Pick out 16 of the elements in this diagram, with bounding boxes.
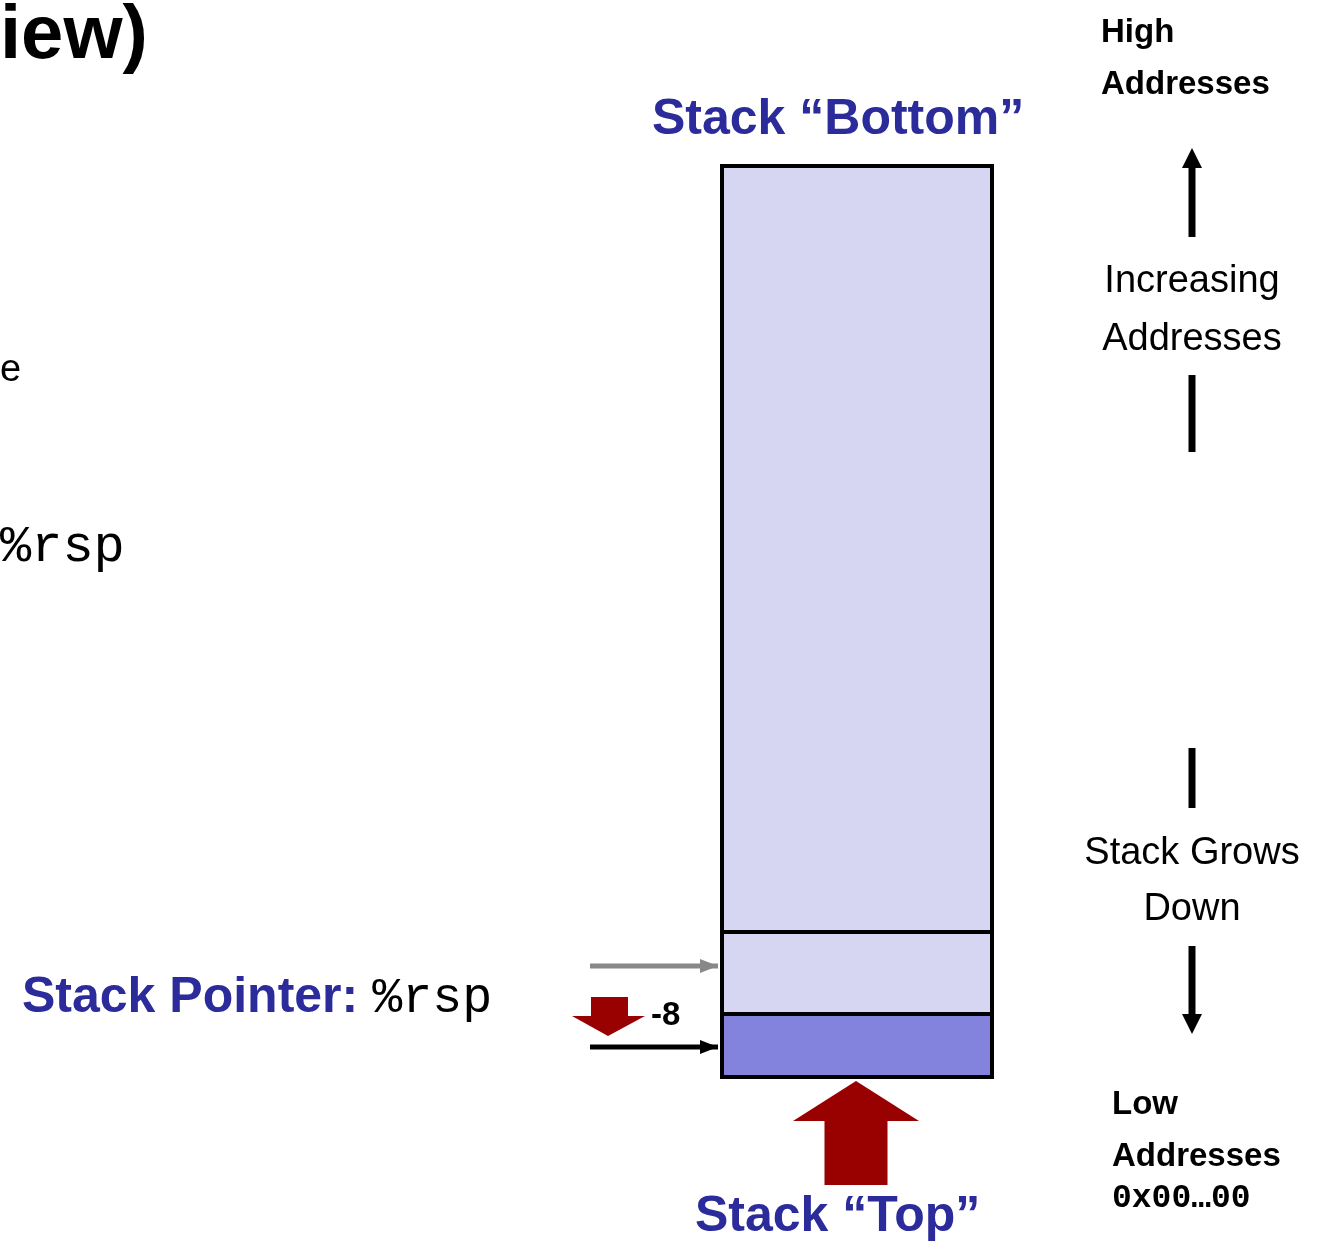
block-arrow [793,1081,919,1185]
address-label: High Addresses [1101,11,1271,103]
register-name: %rsp [372,970,493,1027]
arrow [590,959,718,973]
address-label: Low Addresses [1112,1083,1282,1175]
arrow [590,1040,718,1054]
code-fragment: %rsp [0,518,125,577]
stack-bottom-label: Stack “Bottom” [652,88,1025,146]
slide-title-fragment: iew) [0,0,148,75]
address-value: 0x00…00 [1112,1180,1251,1217]
offset-label: -8 [651,995,681,1033]
direction-label: Stack Grows Down [1083,829,1301,930]
stack-top-label: Stack “Top” [695,1186,981,1242]
pointer-label: Stack Pointer: [22,967,359,1023]
direction-label: Increasing Addresses [1101,257,1283,360]
text-fragment: e [0,347,22,390]
